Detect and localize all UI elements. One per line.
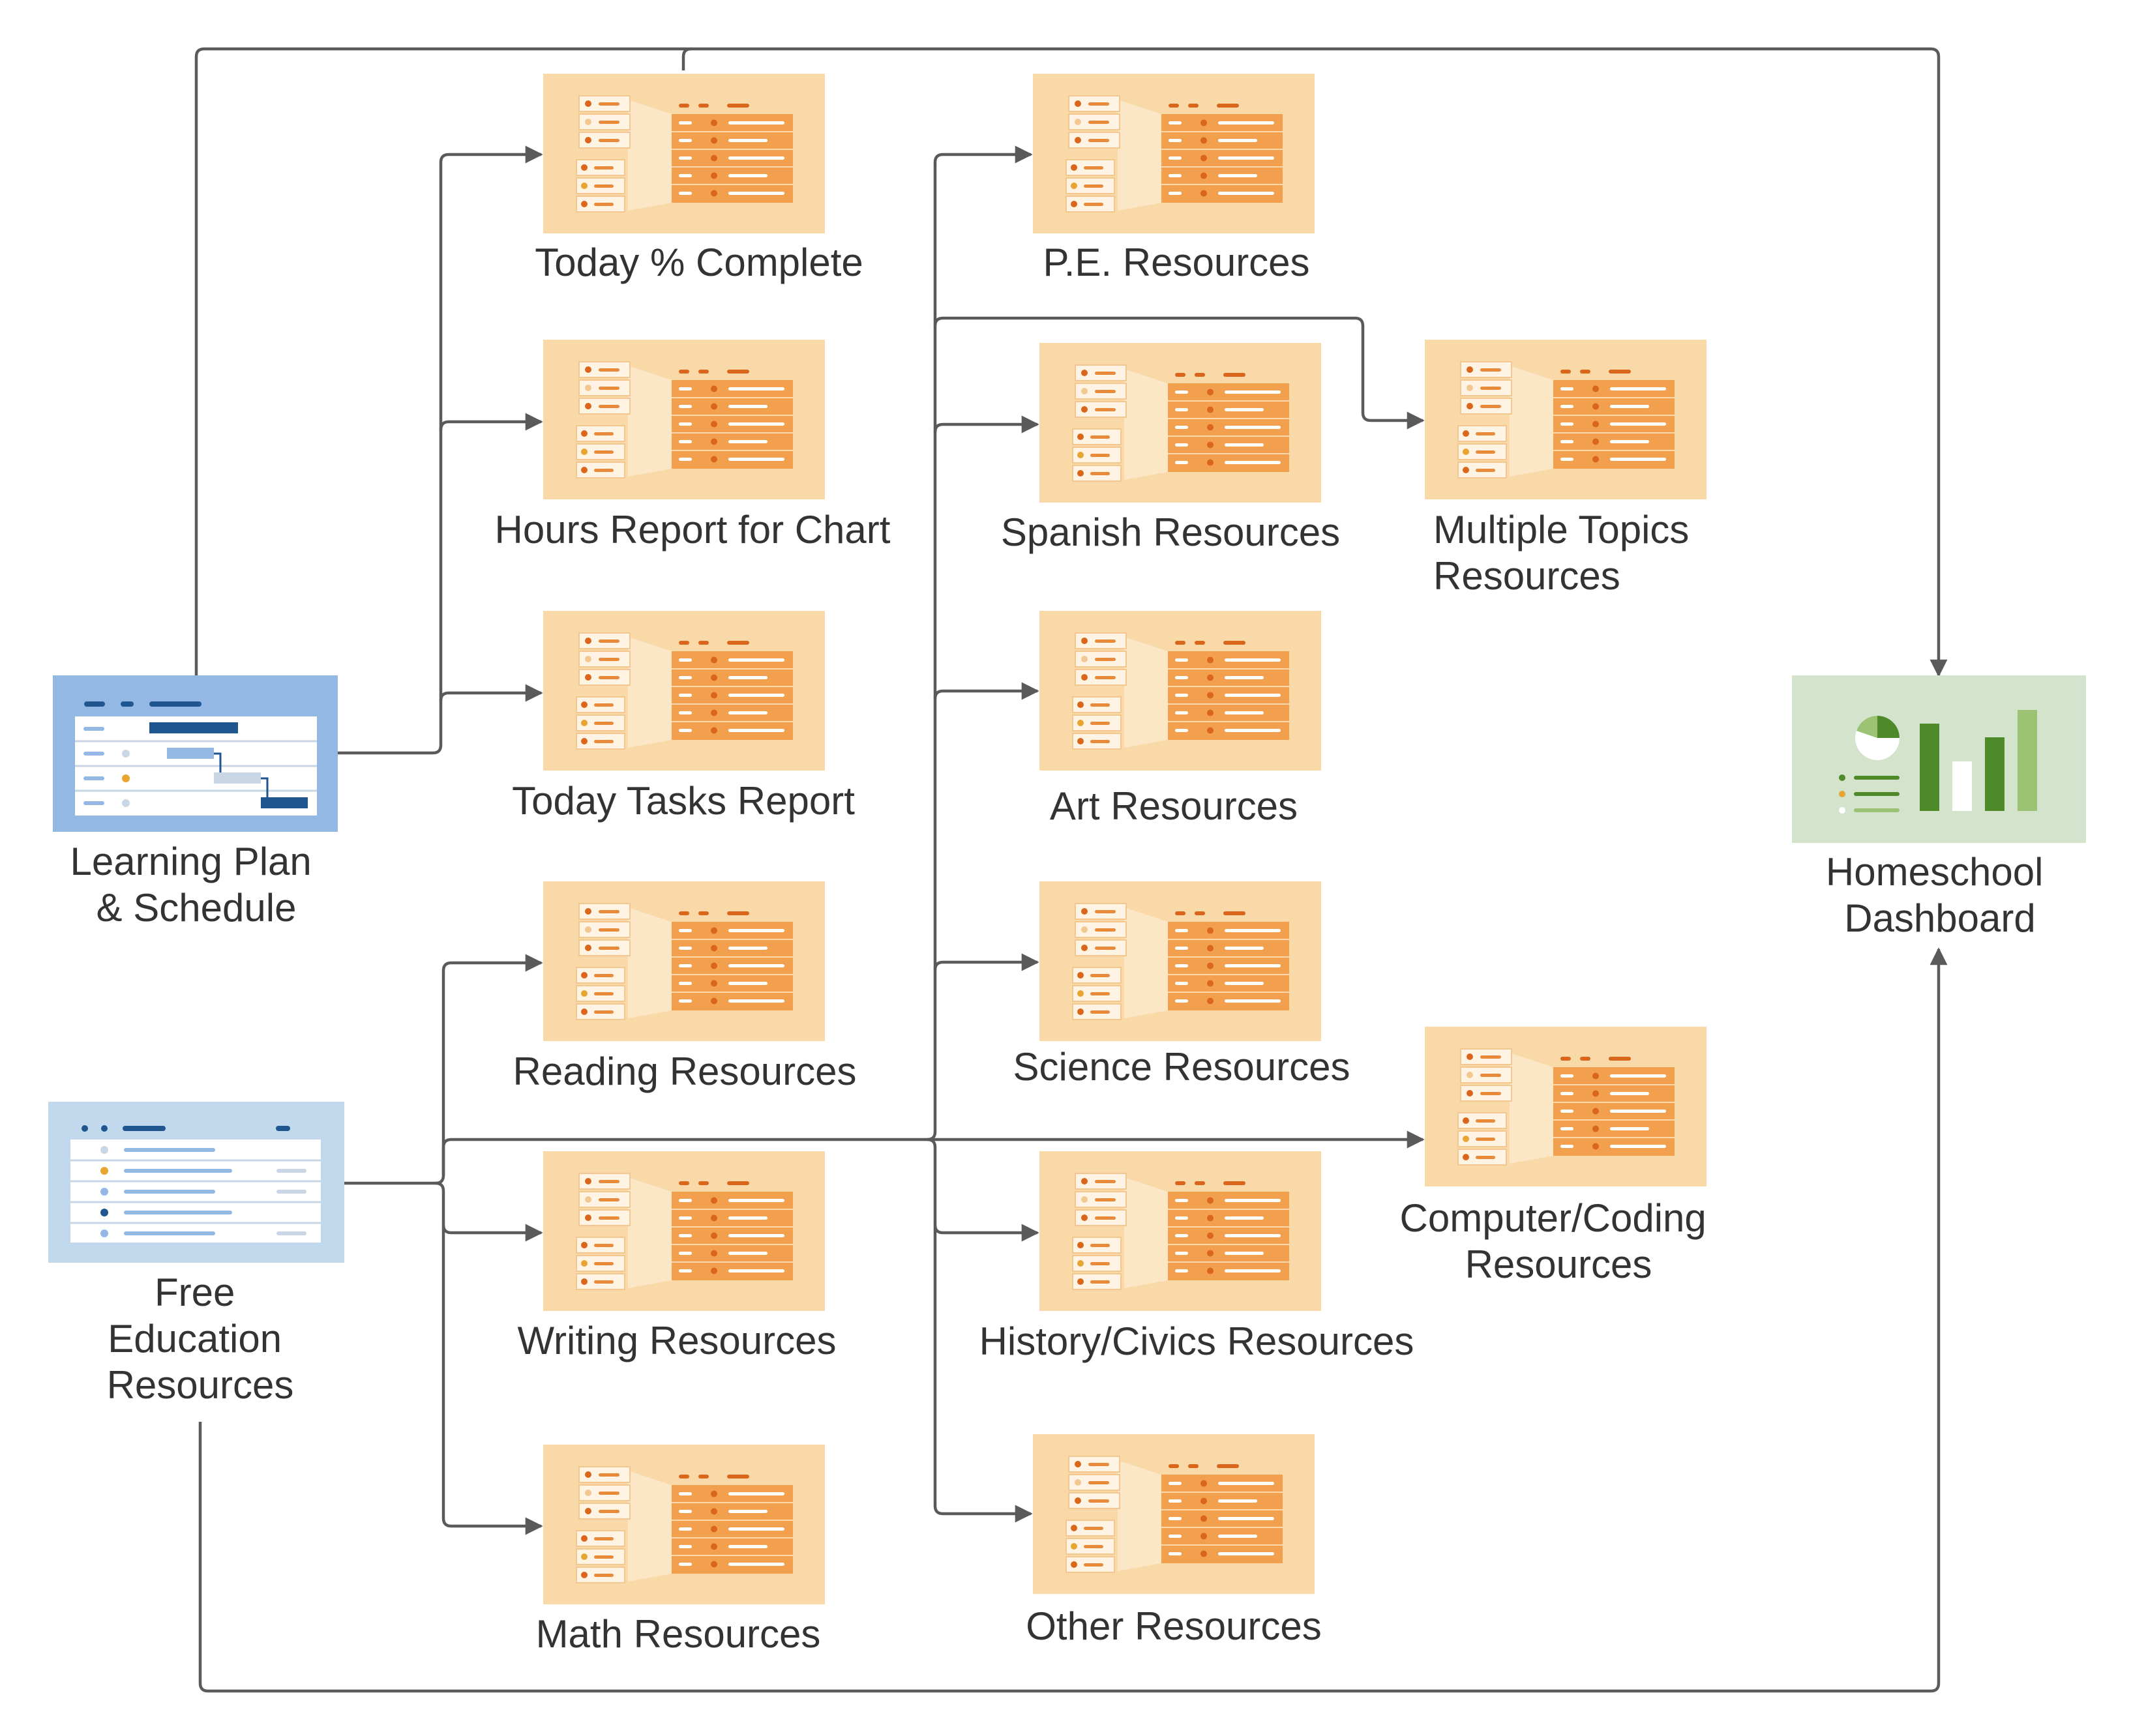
diagram-nodes bbox=[48, 74, 2086, 1604]
report-icon-details bbox=[576, 632, 793, 750]
report-icon-details bbox=[1072, 632, 1289, 750]
today-tasks-label: Today Tasks Report bbox=[512, 779, 855, 823]
learning-plan-label-line: Learning Plan bbox=[70, 840, 312, 883]
spanish-resources-node[interactable] bbox=[1039, 343, 1321, 503]
edge-free-to-history bbox=[927, 1138, 1039, 1242]
multiple-topics-node[interactable] bbox=[1425, 340, 1706, 499]
dashboard-node[interactable] bbox=[1792, 675, 2086, 843]
science-resources-node[interactable] bbox=[1039, 881, 1321, 1041]
hours-report-node[interactable] bbox=[543, 340, 825, 499]
hours-report-label: Hours Report for Chart bbox=[495, 508, 891, 552]
edge-plan-to-today-tasks bbox=[439, 684, 543, 702]
edge-plan-to-dashboard bbox=[194, 47, 1948, 677]
history-resources-label: History/Civics Resources bbox=[979, 1319, 1414, 1363]
learning-plan-node[interactable] bbox=[53, 675, 338, 832]
today-complete-label: Today % Complete bbox=[535, 241, 863, 284]
edge-plan-to-hours-report bbox=[439, 413, 543, 431]
writing-resources-label: Writing Resources bbox=[517, 1319, 836, 1362]
writing-resources-node[interactable] bbox=[543, 1151, 825, 1311]
report-icon-details bbox=[1072, 1173, 1289, 1290]
today-tasks-node[interactable] bbox=[543, 611, 825, 771]
free-education-label-line: Resources bbox=[107, 1363, 294, 1407]
dashboard-chart-icon-details bbox=[1839, 710, 2037, 814]
other-resources-label: Other Resources bbox=[1026, 1604, 1322, 1648]
free-education-label-line: Free bbox=[155, 1271, 235, 1314]
reading-resources-label: Reading Resources bbox=[513, 1050, 857, 1093]
art-resources-node[interactable] bbox=[1039, 611, 1321, 771]
edge-free-to-other bbox=[933, 1225, 1033, 1523]
computer-coding-node[interactable] bbox=[1425, 1027, 1706, 1186]
computer-coding-label-line: Resources bbox=[1465, 1243, 1652, 1286]
multiple-topics-label-line: Multiple Topics bbox=[1433, 508, 1689, 552]
dashboard-label-line: Homeschool bbox=[1826, 850, 2044, 894]
report-icon-details bbox=[576, 1466, 793, 1583]
report-icon-details bbox=[576, 95, 793, 213]
report-icon-details bbox=[1066, 95, 1283, 213]
report-icon-details bbox=[1457, 361, 1675, 478]
report-icon-details bbox=[576, 361, 793, 478]
edge-free-to-pe bbox=[927, 145, 1033, 1141]
node-labels: Learning Plan & Schedule Free Education … bbox=[70, 241, 2054, 1656]
dashboard-label-line: Dashboard bbox=[1844, 896, 2036, 940]
list-sheet-icon-details bbox=[70, 1125, 321, 1243]
spanish-resources-label: Spanish Resources bbox=[1001, 510, 1340, 554]
edge-plan-to-today-complete bbox=[338, 145, 543, 755]
learning-plan-label-line: & Schedule bbox=[97, 886, 297, 930]
today-complete-node[interactable] bbox=[543, 74, 825, 233]
pe-resources-node[interactable] bbox=[1033, 74, 1315, 233]
edge-free-trunk bbox=[441, 1138, 927, 1175]
math-resources-label: Math Resources bbox=[536, 1612, 821, 1656]
free-education-label-line: Education bbox=[108, 1317, 282, 1361]
history-resources-node[interactable] bbox=[1039, 1151, 1321, 1311]
edge-free-to-multiple bbox=[933, 316, 1425, 430]
free-education-label: Free Education Resources bbox=[107, 1271, 294, 1407]
multiple-topics-label-line: Resources bbox=[1433, 554, 1620, 598]
report-icon-details bbox=[576, 1173, 793, 1290]
report-icon-details bbox=[1072, 364, 1289, 482]
gantt-sheet-icon-details bbox=[75, 701, 317, 816]
report-icon-details bbox=[576, 903, 793, 1020]
free-education-node[interactable] bbox=[48, 1102, 344, 1263]
multiple-topics-label: Multiple Topics Resources bbox=[1433, 508, 1700, 598]
pe-resources-label: P.E. Resources bbox=[1043, 241, 1309, 284]
computer-coding-label-line: Computer/Coding bbox=[1400, 1196, 1706, 1240]
other-resources-node[interactable] bbox=[1033, 1434, 1315, 1594]
art-resources-label: Art Resources bbox=[1050, 784, 1298, 828]
learning-plan-label: Learning Plan & Schedule bbox=[70, 840, 323, 930]
edge-free-to-art bbox=[933, 682, 1039, 700]
edge-free-to-math bbox=[441, 1225, 543, 1535]
math-resources-node[interactable] bbox=[543, 1445, 825, 1604]
science-resources-label: Science Resources bbox=[1013, 1045, 1350, 1089]
edge-free-to-science bbox=[933, 953, 1039, 971]
edge-free-to-spanish bbox=[933, 415, 1039, 434]
edge-free-to-writing bbox=[435, 1181, 543, 1242]
report-icon-details bbox=[1066, 1456, 1283, 1573]
reading-resources-node[interactable] bbox=[543, 881, 825, 1041]
computer-coding-label: Computer/Coding Resources bbox=[1400, 1196, 1718, 1286]
edge-plan-top-branch bbox=[681, 47, 692, 70]
dashboard-label: Homeschool Dashboard bbox=[1826, 850, 2054, 940]
report-icon-details bbox=[1457, 1048, 1675, 1166]
report-icon-details bbox=[1072, 903, 1289, 1020]
edge-free-to-dashboard bbox=[198, 947, 1948, 1693]
connectors bbox=[194, 47, 1948, 1693]
